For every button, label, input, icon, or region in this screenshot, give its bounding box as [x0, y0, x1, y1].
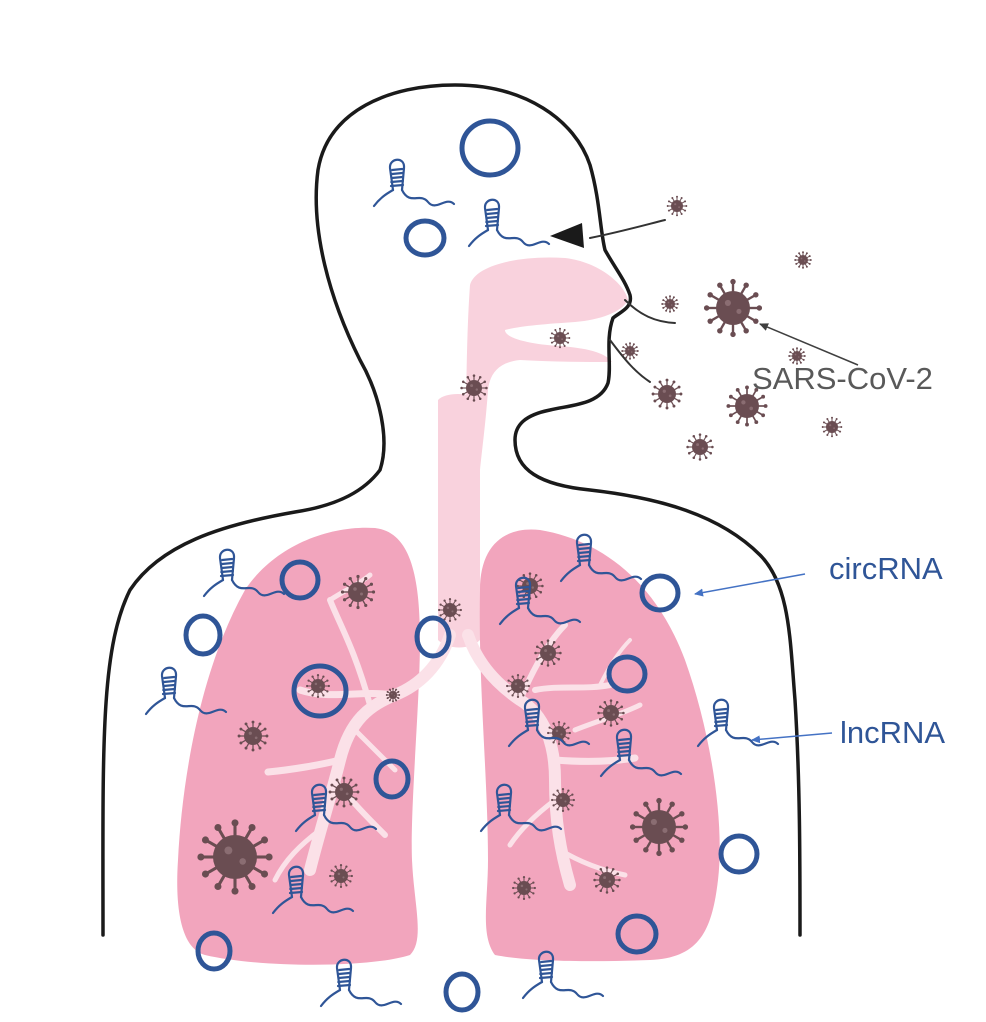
circrna-ring-icon: [639, 573, 681, 613]
lncrna-arrow: [751, 732, 833, 744]
virus-particle-icon: [197, 819, 273, 895]
virus-particle-icon: [534, 639, 562, 667]
circrna-ring-icon: [195, 930, 233, 972]
virus-particle-icon: [651, 378, 683, 410]
virus-particle-icon: [621, 342, 639, 360]
lncrna-label: lncRNA: [840, 715, 946, 750]
virus-particle-icon: [788, 347, 806, 365]
virus-particle-icon: [237, 720, 269, 752]
virus-particle-icon: [329, 864, 353, 888]
virus-particle-icon: [661, 295, 679, 313]
virus-particle-icon: [794, 251, 812, 269]
circrna-ring-icon: [291, 663, 349, 719]
left-lung: [177, 527, 420, 965]
virus-particle-icon: [551, 788, 575, 812]
lncrna-hairpin-icon: [507, 698, 591, 748]
circrna-ring-icon: [459, 118, 521, 178]
virus-particle-icon: [549, 327, 571, 349]
circrna-ring-icon: [443, 971, 481, 1013]
lncrna-hairpin-icon: [479, 783, 563, 833]
virus-particle-icon: [703, 278, 763, 338]
virus-particle-icon: [340, 574, 376, 610]
virus-particle-icon: [460, 374, 488, 402]
virus-particle-icon: [328, 776, 360, 808]
virus-particle-icon: [629, 797, 689, 857]
lncrna-hairpin-icon: [467, 198, 551, 248]
virus-particle-icon: [726, 385, 768, 427]
virus-particle-icon: [597, 699, 625, 727]
circrna-ring-icon: [615, 913, 659, 955]
eye-icon: [550, 223, 584, 248]
circrna-ring-icon: [403, 218, 447, 258]
right-lung: [479, 529, 720, 962]
virus-particle-icon: [593, 866, 621, 894]
airflow-lines: [589, 219, 676, 383]
sars-cov-2-label: SARS-CoV-2: [752, 361, 933, 396]
airway: [438, 257, 628, 648]
circrna-ring-icon: [183, 613, 223, 657]
circrna-ring-icon: [414, 615, 452, 659]
lncrna-hairpin-icon: [696, 698, 780, 748]
lncrna-hairpin-icon: [144, 666, 228, 716]
body-outline: [101, 83, 802, 937]
circrna-ring-icon: [718, 833, 760, 875]
lncrna-hairpin-icon: [294, 783, 378, 833]
virus-arrow: [759, 323, 859, 366]
lncrna-hairpin-icon: [498, 576, 582, 626]
circrna-arrow: [694, 573, 806, 597]
lncrna-hairpin-icon: [271, 865, 355, 915]
virus-particle-icon: [821, 416, 843, 438]
virus-particles: [197, 195, 843, 900]
circrna-rings: [183, 118, 760, 1013]
lncrna-hairpin-icon: [319, 958, 403, 1008]
virus-particle-icon: [666, 195, 688, 217]
trachea: [438, 394, 480, 648]
virus-particle-icon: [385, 687, 401, 703]
circrna-ring-icon: [373, 758, 411, 800]
lncrna-hairpin-icon: [521, 950, 605, 1000]
virus-particle-icon: [512, 876, 536, 900]
circrna-ring-icon: [279, 559, 321, 601]
circrna-ring-icon: [606, 654, 648, 694]
lncrna-hairpin-icon: [559, 533, 643, 583]
virus-particle-icon: [306, 674, 330, 698]
nasal-cavity: [466, 257, 628, 470]
lncrna-hairpin-icon: [372, 158, 456, 208]
virus-particle-icon: [506, 674, 530, 698]
lncrna-molecules: [144, 158, 780, 1008]
lncrna-hairpin-icon: [202, 548, 286, 598]
circrna-label: circRNA: [829, 551, 943, 586]
virus-particle-icon: [547, 721, 571, 745]
virus-particle-icon: [686, 433, 714, 461]
virus-particle-icon: [438, 598, 462, 622]
lncrna-hairpin-icon: [599, 728, 683, 778]
